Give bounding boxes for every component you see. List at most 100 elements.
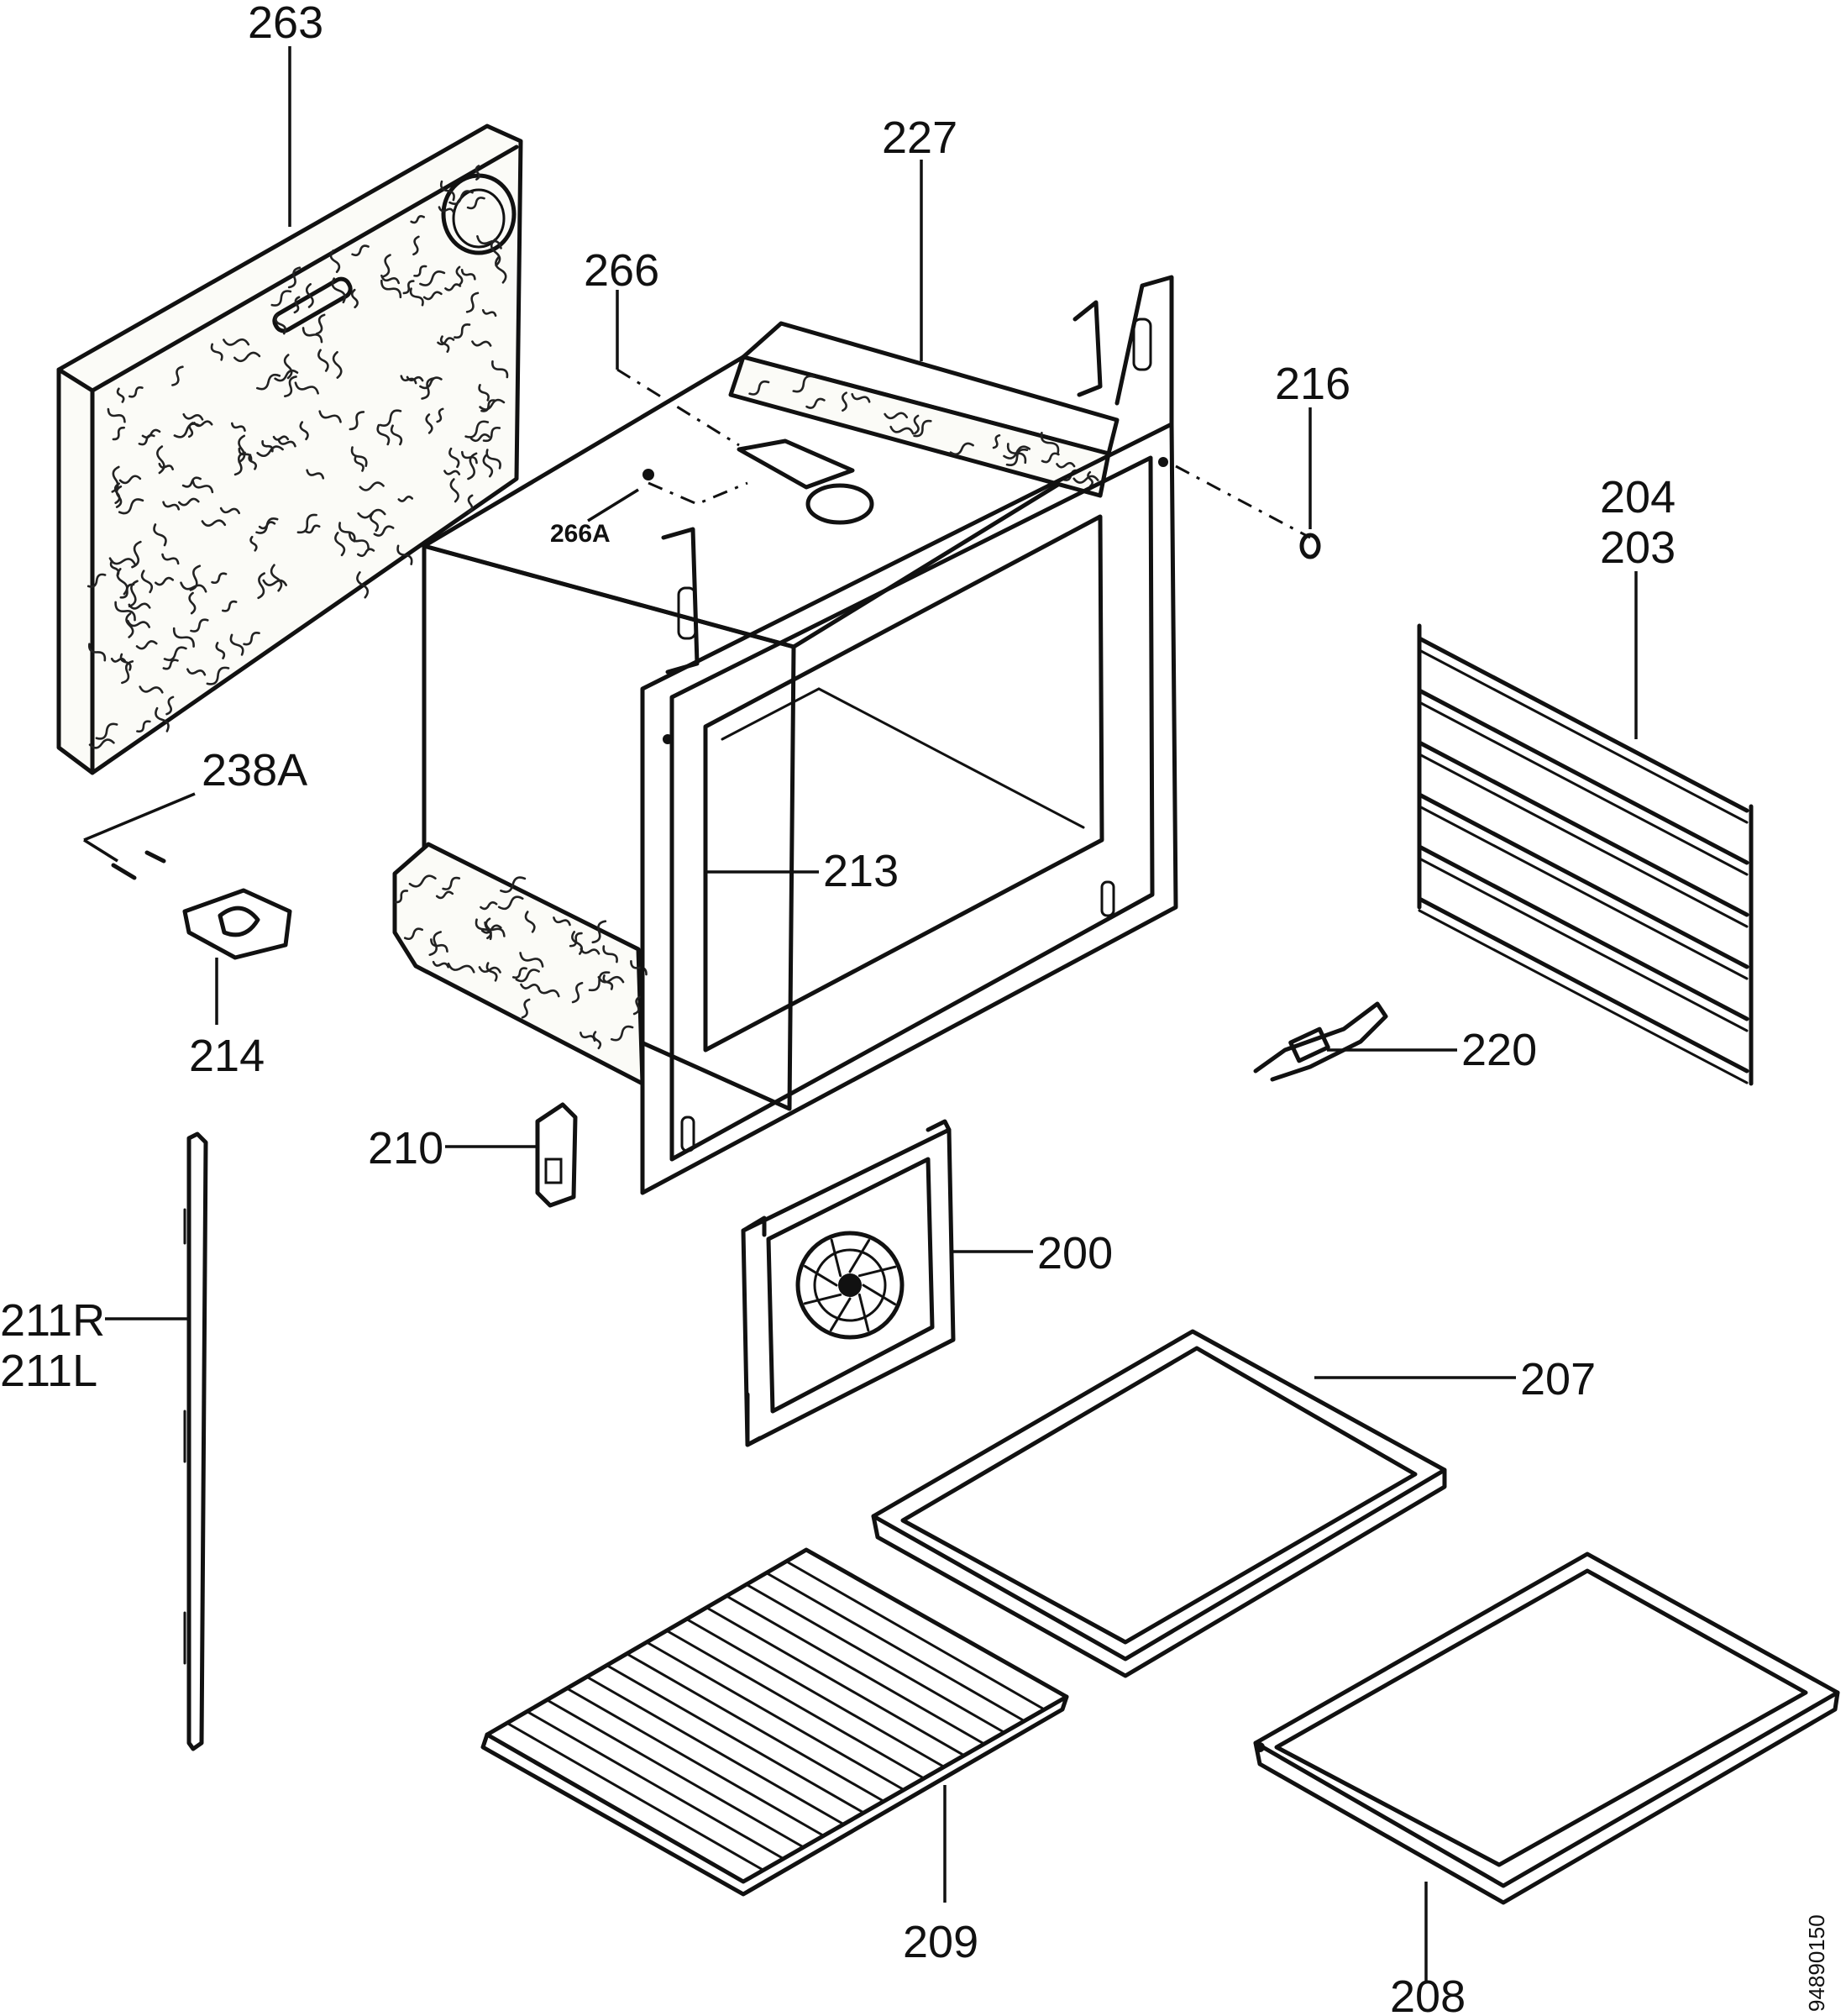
insulation-texture — [108, 557, 137, 566]
insulation-texture — [348, 532, 370, 550]
insulation-texture — [211, 572, 228, 585]
insulation-texture — [306, 469, 325, 480]
insulation-texture — [248, 454, 258, 470]
shelf-bar — [645, 1641, 905, 1791]
insulation-texture — [443, 470, 461, 475]
insulation-texture — [351, 244, 370, 257]
insulation-texture — [350, 288, 359, 309]
insulation-texture — [591, 920, 607, 944]
insulation-texture — [119, 653, 132, 671]
insulation-texture — [478, 966, 501, 974]
insulation-texture — [425, 413, 433, 434]
shelf-bar — [545, 1698, 805, 1849]
insulation-texture — [490, 238, 501, 267]
insulation-texture — [467, 494, 474, 514]
label-210: 210 — [368, 1123, 443, 1173]
insulation-texture — [95, 722, 118, 740]
insulation-texture — [397, 496, 414, 502]
insulation-texture — [491, 360, 509, 379]
insulation-texture — [299, 421, 309, 441]
insulation-texture — [521, 998, 531, 1019]
insulation-texture — [448, 447, 460, 469]
insulation-texture — [438, 206, 455, 214]
shelf-bar — [625, 1652, 884, 1803]
insulation-texture — [121, 660, 134, 685]
fan-blade — [857, 1293, 870, 1332]
rack-rail — [1417, 636, 1749, 813]
insulation-texture — [181, 476, 202, 488]
rack-rail — [1417, 896, 1749, 1074]
insulation-texture — [461, 450, 478, 465]
insulation-texture — [334, 532, 346, 557]
fan-blade — [830, 1238, 842, 1278]
insulation-texture — [229, 633, 244, 656]
insulation-texture — [439, 180, 455, 202]
insulation-texture — [1003, 445, 1031, 459]
insulation-texture — [114, 601, 136, 622]
label-203: 203 — [1600, 522, 1676, 573]
insulation-texture — [448, 190, 474, 205]
insulation-texture — [610, 1025, 634, 1042]
insulation-texture — [349, 411, 365, 431]
insulation-texture — [485, 917, 492, 940]
insulation-texture — [524, 911, 536, 933]
insulation-texture — [296, 513, 317, 534]
insulation-texture — [884, 412, 909, 420]
insulation-texture — [437, 337, 455, 346]
insulation-texture — [172, 627, 195, 648]
insulation-texture — [233, 351, 261, 363]
rack-rail-edge — [1418, 648, 1749, 824]
insulation-texture — [139, 685, 164, 694]
insulation-texture — [275, 313, 287, 335]
insulation-texture — [118, 475, 142, 485]
insulation-texture — [515, 969, 540, 983]
insulation-texture — [357, 548, 375, 557]
label-227: 227 — [882, 113, 957, 163]
insulation-texture — [155, 706, 170, 732]
insulation-texture — [370, 512, 380, 533]
insulation-texture — [125, 612, 134, 638]
insulation-texture — [128, 386, 144, 398]
insulation-texture — [480, 399, 497, 412]
part-227-oven-cavity — [392, 275, 1178, 1195]
insulation-texture — [258, 521, 276, 530]
insulation-texture — [219, 507, 241, 515]
fan-blade — [804, 1264, 838, 1287]
insulation-texture — [191, 480, 214, 494]
insulation-texture — [329, 249, 341, 274]
insulation-texture — [257, 572, 265, 600]
insulation-texture — [469, 433, 490, 443]
insulation-texture — [107, 407, 126, 423]
insulation-texture — [305, 283, 314, 308]
insulation-texture — [409, 287, 424, 307]
part-216-pin — [1175, 407, 1321, 559]
insulation-texture — [390, 424, 403, 446]
insulation-texture — [119, 583, 135, 599]
insulation-texture — [412, 235, 420, 256]
insulation-texture — [223, 338, 250, 346]
insulation-texture — [428, 931, 442, 957]
shelf-bar — [685, 1618, 944, 1767]
insulation-texture — [992, 434, 1001, 449]
insulation-texture — [293, 296, 301, 314]
insulation-texture — [475, 165, 480, 181]
insulation-texture — [889, 425, 915, 435]
rack-rail-edge — [1418, 909, 1749, 1084]
insulation-texture — [632, 995, 642, 1016]
shelf-bar — [765, 1572, 1024, 1721]
fan-blade — [803, 1293, 842, 1305]
insulation-texture — [400, 375, 417, 385]
label-263: 263 — [248, 0, 323, 48]
insulation-texture — [500, 876, 527, 894]
insulation-texture — [262, 579, 288, 586]
insulation-texture — [519, 952, 544, 968]
insulation-texture — [315, 313, 326, 335]
insulation-texture — [1072, 475, 1099, 484]
rack-rail-edge — [1418, 857, 1749, 1032]
fan-blade — [848, 1239, 871, 1273]
insulation-texture — [206, 666, 230, 685]
insulation-texture — [161, 553, 180, 565]
insulation-texture — [449, 478, 459, 503]
insulation-texture — [87, 643, 107, 662]
